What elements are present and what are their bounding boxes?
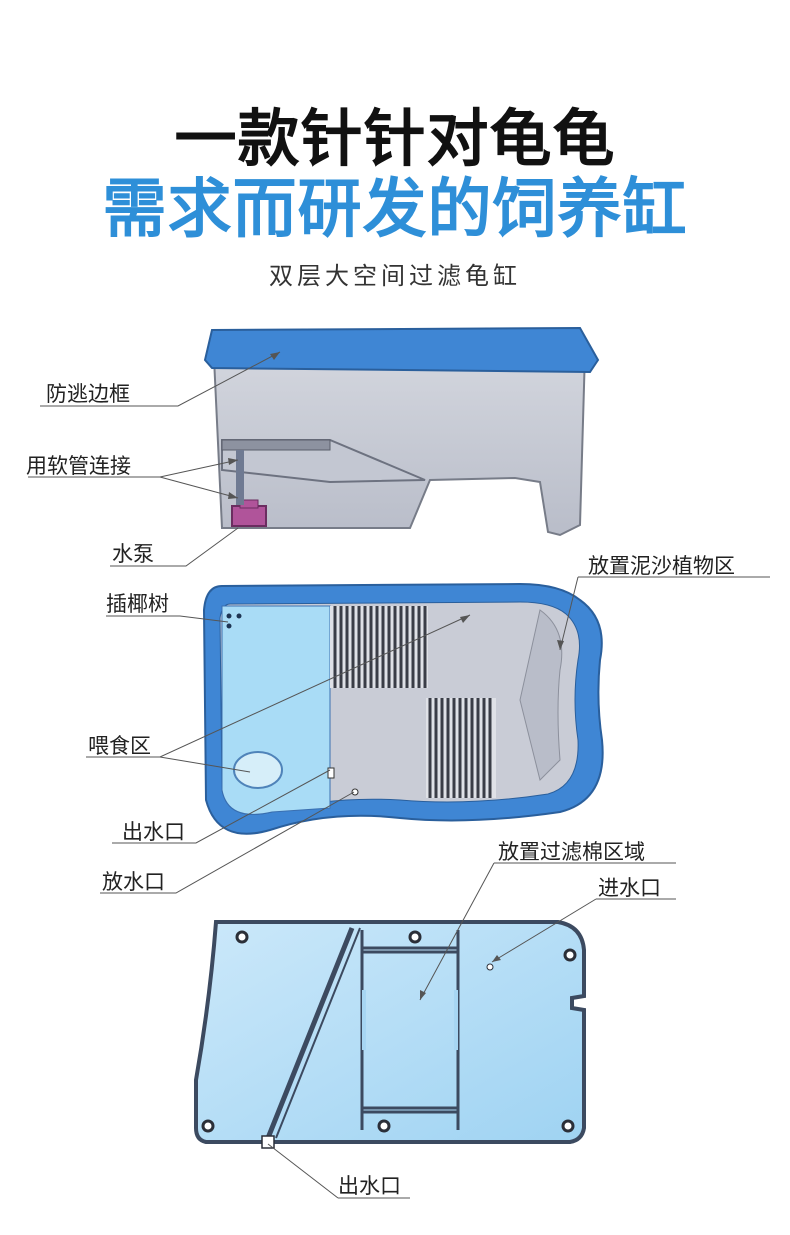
side-view-tank <box>203 326 600 537</box>
tank-body <box>212 350 587 537</box>
hose <box>236 450 244 505</box>
tray-divider <box>265 927 355 1139</box>
label-water-outlet-top: 出水口 <box>122 820 185 844</box>
screw-1 <box>235 930 249 944</box>
tray-outline <box>194 920 586 1144</box>
water-pump <box>231 505 267 527</box>
coconut-hole-2 <box>236 613 242 619</box>
label-hose-connection: 用软管连接 <box>26 454 131 478</box>
label-sand-plant-area: 放置泥沙植物区 <box>588 554 735 578</box>
label-water-outlet-bottom: 出水口 <box>338 1174 401 1198</box>
outlet-notch <box>327 767 335 779</box>
screw-4 <box>201 1119 215 1133</box>
leader-arrows <box>228 352 564 1000</box>
screw-6 <box>561 1119 575 1133</box>
screw-5 <box>377 1119 391 1133</box>
coconut-hole-1 <box>226 613 232 619</box>
tray-outlet <box>261 1135 275 1149</box>
shelf-edge <box>221 439 331 451</box>
label-coconut-tree: 插椰树 <box>106 592 169 616</box>
label-water-pump: 水泵 <box>112 542 154 566</box>
headline-line-1: 一款针针对龟龟 <box>174 102 616 175</box>
drain-port-hole <box>351 788 359 796</box>
label-drain-port: 放水口 <box>102 870 165 894</box>
leader-lines <box>28 351 770 1199</box>
filter-tray <box>194 920 586 1149</box>
coconut-hole-3 <box>226 623 232 629</box>
label-anti-escape-frame: 防逃边框 <box>46 382 130 406</box>
label-filter-cotton-area: 放置过滤棉区域 <box>498 840 645 864</box>
screw-3 <box>563 948 577 962</box>
inlet-hole <box>486 963 494 971</box>
screw-2 <box>408 930 422 944</box>
headline-line-2: 需求而研发的饲养缸 <box>102 173 688 247</box>
ramp-ridges-lines-2 <box>428 698 492 798</box>
label-water-inlet: 进水口 <box>598 876 661 900</box>
feeding-dish <box>233 751 283 789</box>
top-view-tank <box>202 582 604 835</box>
subtitle: 双层大空间过滤龟缸 <box>269 262 521 290</box>
label-feeding-area: 喂食区 <box>88 734 151 758</box>
sand-plant-zone <box>519 609 563 781</box>
anti-escape-frame <box>203 326 600 374</box>
ramp-ridges-lines <box>333 606 427 688</box>
